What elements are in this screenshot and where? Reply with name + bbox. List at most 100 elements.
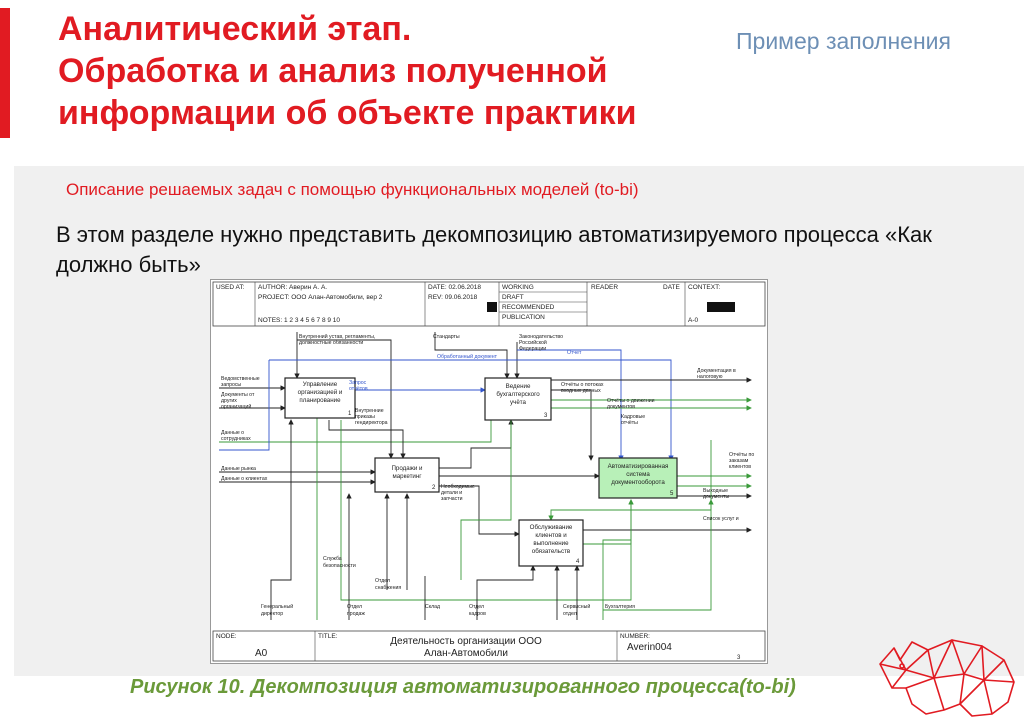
control-label: Внутренний устав, регламенты, — [299, 333, 375, 340]
status-recommended: RECOMMENDED — [502, 304, 555, 311]
block-number: 1 — [348, 411, 352, 417]
used-at: USED AT: — [216, 284, 245, 291]
internal-label: запчасти — [441, 496, 463, 502]
control-label: Стандарты — [433, 334, 460, 340]
rhino-logo — [879, 639, 1015, 717]
mechanism-label: снабжения — [375, 585, 401, 591]
input-label: Данные о — [221, 430, 244, 436]
block-label: организацией и — [298, 389, 343, 396]
title-line: Обработка и анализ полученной — [58, 52, 608, 90]
node-label: NODE: — [216, 633, 237, 640]
output-label: Отчёты по — [729, 452, 754, 458]
diagram-title-line: Деятельность организации ООО — [390, 636, 542, 647]
internal-label: Запрос — [349, 380, 367, 386]
activity-block: Продажи и маркетинг 2 — [374, 457, 440, 493]
input-label: сотрудниках — [221, 436, 251, 442]
node-value: A0 — [255, 648, 268, 659]
mechanism-label: отдел — [563, 611, 577, 617]
control-label: должностные обязанности — [299, 340, 363, 346]
connectors — [219, 332, 752, 620]
internal-label: документов — [607, 404, 635, 410]
mechanism-label: Склад — [425, 604, 440, 610]
mechanism-label: Генеральный — [261, 603, 293, 610]
input-label: других — [221, 398, 237, 404]
mechanism-label: директор — [261, 611, 283, 617]
output-label: Список услуг и — [703, 516, 739, 522]
status-publication: PUBLICATION — [502, 314, 545, 321]
diagram-footer: NODE: A0 TITLE: Деятельность организации… — [212, 630, 766, 662]
activity-block-highlighted: Автоматизированная система документообор… — [598, 457, 678, 499]
internal-label: детали и — [441, 490, 462, 496]
status-working: WORKING — [502, 284, 534, 291]
diagram-canvas: USED AT: AUTHOR: Аверин А. А. PROJECT: О… — [212, 281, 766, 662]
rev: REV: 09.06.2018 — [428, 294, 478, 301]
block-label: выполнение — [533, 540, 569, 547]
mechanism-label: Сервисный — [563, 603, 590, 610]
internal-label: Кадровые — [621, 414, 645, 420]
internal-label: Отчёты о движении — [607, 398, 655, 404]
internal-label: отчёты — [621, 420, 638, 426]
accent-bar — [0, 8, 10, 138]
idef0-diagram: USED AT: AUTHOR: Аверин А. А. PROJECT: О… — [210, 279, 768, 664]
body-text: В этом разделе нужно представить декомпо… — [56, 222, 932, 277]
input-label: Документы от — [221, 392, 255, 398]
block-number: 4 — [576, 559, 580, 565]
activity-block: Ведение бухгалтерского учёта 3 — [484, 377, 552, 421]
figure-caption: Рисунок 10. Декомпозиция автоматизирован… — [130, 676, 796, 698]
internal-label: Отчёты о потоках — [561, 382, 604, 388]
control-label: Российской — [519, 339, 547, 346]
title-line: информации об объекте практики — [58, 94, 637, 132]
page-number: 3 — [737, 655, 741, 661]
input-label: Ведомственные — [221, 376, 260, 382]
output-label: клиентов — [729, 464, 751, 470]
mechanism-label: Отдел — [347, 604, 362, 610]
input-label: запросы — [221, 382, 241, 388]
block-label: обязательств — [532, 548, 571, 555]
block-number: 5 — [670, 491, 674, 497]
notes: NOTES: 1 2 3 4 5 6 7 8 9 10 — [258, 317, 340, 324]
output-label: документы — [703, 494, 729, 500]
block-label: документооборота — [611, 479, 665, 486]
block-label: Продажи и — [391, 465, 423, 472]
date: DATE: 02.06.2018 — [428, 284, 481, 291]
internal-label: Внутренние — [355, 408, 384, 414]
number-value: Averin004 — [627, 642, 672, 653]
block-label: система — [626, 471, 650, 478]
diagram-header: USED AT: AUTHOR: Аверин А. А. PROJECT: О… — [212, 281, 766, 327]
block-number: 2 — [432, 485, 436, 491]
input-label: организаций — [221, 403, 251, 410]
output-label: Выходные — [703, 488, 728, 494]
diagram-title-line: Алан-Автомобили — [424, 647, 508, 659]
internal-label: входных данных — [561, 388, 601, 394]
reader: READER — [591, 284, 618, 291]
block-label: клиентов и — [535, 532, 567, 539]
node-ref: A-0 — [688, 317, 699, 324]
block-label: Автоматизированная — [608, 463, 669, 470]
input-label: Данные о клиентах — [221, 476, 268, 482]
context: CONTEXT: — [688, 284, 720, 291]
activity-block: Управление организацией и планирование 1 — [284, 377, 356, 419]
internal-label: Необходимые — [441, 484, 475, 490]
reader-date: DATE — [663, 284, 681, 291]
internal-label: Обработанный документ — [437, 353, 498, 360]
section-subtitle: Описание решаемых задач с помощью функци… — [66, 180, 639, 199]
block-label: Обслуживание — [530, 524, 573, 531]
mechanism-label: продаж — [347, 611, 365, 617]
block-label: учёта — [510, 399, 527, 406]
block-label: бухгалтерского — [496, 391, 540, 398]
mechanism-label: Служба — [323, 556, 342, 562]
block-label: маркетинг — [392, 473, 422, 480]
title-line: Аналитический этап. — [58, 10, 412, 48]
title-label: TITLE: — [318, 633, 338, 640]
block-label: Управление — [303, 381, 338, 388]
internal-label: Отчёт — [567, 350, 582, 356]
internal-label: приказы — [355, 414, 375, 420]
mechanism-label: Отдел — [375, 578, 390, 584]
number-label: NUMBER: — [620, 633, 650, 640]
author: AUTHOR: Аверин А. А. — [258, 284, 327, 291]
page-title: Аналитический этап. Обработка и анализ п… — [58, 8, 778, 134]
block-label: Ведение — [506, 383, 531, 390]
example-label: Пример заполнения — [736, 28, 951, 54]
activity-block: Обслуживание клиентов и выполнение обяза… — [518, 519, 584, 567]
control-label: Законодательство — [519, 334, 563, 340]
